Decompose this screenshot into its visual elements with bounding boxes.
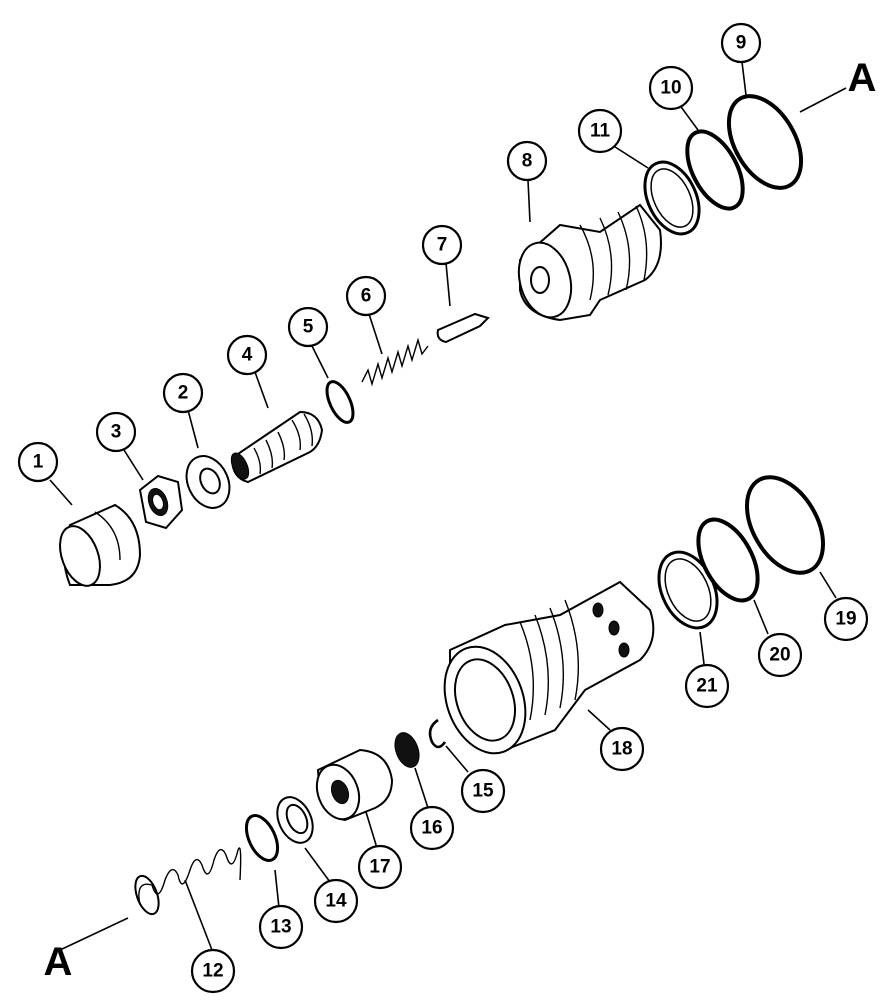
- callout-3-label: 3: [111, 422, 122, 443]
- part-13-o-ring: [244, 814, 280, 862]
- part-8-housing: [517, 203, 662, 322]
- part-5-o-ring: [325, 380, 355, 424]
- part-4-valve-stem: [230, 410, 324, 484]
- callout-16-label: 16: [421, 818, 442, 839]
- part-10-o-ring: [685, 129, 745, 211]
- callout-16: 16: [409, 805, 455, 851]
- part-3-hex-nut: [138, 474, 184, 530]
- callout-3: 3: [95, 411, 137, 453]
- part-7-pin: [436, 312, 490, 344]
- callout-1-label: 1: [33, 452, 44, 473]
- callout-12-label: 12: [202, 961, 223, 982]
- callout-1: 1: [17, 441, 59, 483]
- callout-14-label: 14: [325, 891, 347, 912]
- callout-19-label: 19: [835, 609, 856, 630]
- part-16-screen: [394, 732, 420, 768]
- callout-20: 20: [757, 632, 803, 678]
- callout-15-label: 15: [472, 781, 494, 802]
- callout-6-label: 6: [361, 286, 372, 307]
- callout-9-label: 9: [736, 33, 747, 54]
- callout-11: 11: [577, 108, 623, 154]
- callout-7: 7: [421, 224, 463, 266]
- part-2-washer: [185, 455, 231, 509]
- callout-4: 4: [226, 334, 268, 376]
- callout-17-label: 17: [369, 857, 390, 878]
- part-15-snap-ring: [428, 718, 447, 749]
- callout-20-label: 20: [769, 645, 790, 666]
- part-11-ring: [643, 160, 701, 236]
- callout-11-label: 11: [590, 121, 611, 142]
- part-14-ring: [276, 796, 314, 844]
- part-6-spring: [361, 337, 429, 387]
- callout-2: 2: [162, 372, 204, 414]
- callout-21-label: 21: [696, 676, 718, 697]
- callout-5: 5: [287, 306, 329, 348]
- leader-lines: [49, 61, 847, 951]
- part-20-o-ring: [696, 517, 760, 603]
- callout-7-label: 7: [437, 235, 448, 256]
- callout-4-label: 4: [242, 345, 253, 366]
- part-18-cartridge-body: [443, 580, 655, 755]
- part-21-ring: [657, 550, 719, 630]
- callout-5-label: 5: [303, 317, 314, 338]
- part-19-o-ring: [745, 475, 825, 575]
- part-9-o-ring: [726, 94, 804, 190]
- callout-10-label: 10: [660, 78, 681, 99]
- part-17-poppet: [315, 748, 394, 822]
- callout-12: 12: [190, 948, 236, 994]
- callout-8: 8: [506, 140, 548, 182]
- callout-19: 19: [823, 596, 869, 642]
- callout-8-label: 8: [522, 151, 533, 172]
- callout-17: 17: [357, 844, 403, 890]
- callout-10: 10: [648, 65, 694, 111]
- reference-mark-a-bottom: A: [44, 940, 73, 984]
- callout-9: 9: [720, 22, 762, 64]
- callout-2-label: 2: [178, 383, 189, 404]
- callout-13: 13: [258, 904, 304, 950]
- callout-15: 15: [460, 768, 506, 814]
- callout-13-label: 13: [270, 917, 291, 938]
- callout-21: 21: [684, 663, 730, 709]
- part-1-cap: [59, 503, 142, 587]
- callout-18: 18: [599, 726, 645, 772]
- reference-mark-a-top: A: [848, 56, 877, 100]
- part-12-spring: [134, 847, 242, 916]
- callout-18-label: 18: [611, 739, 632, 760]
- callout-14: 14: [313, 878, 359, 924]
- callout-6: 6: [345, 275, 387, 317]
